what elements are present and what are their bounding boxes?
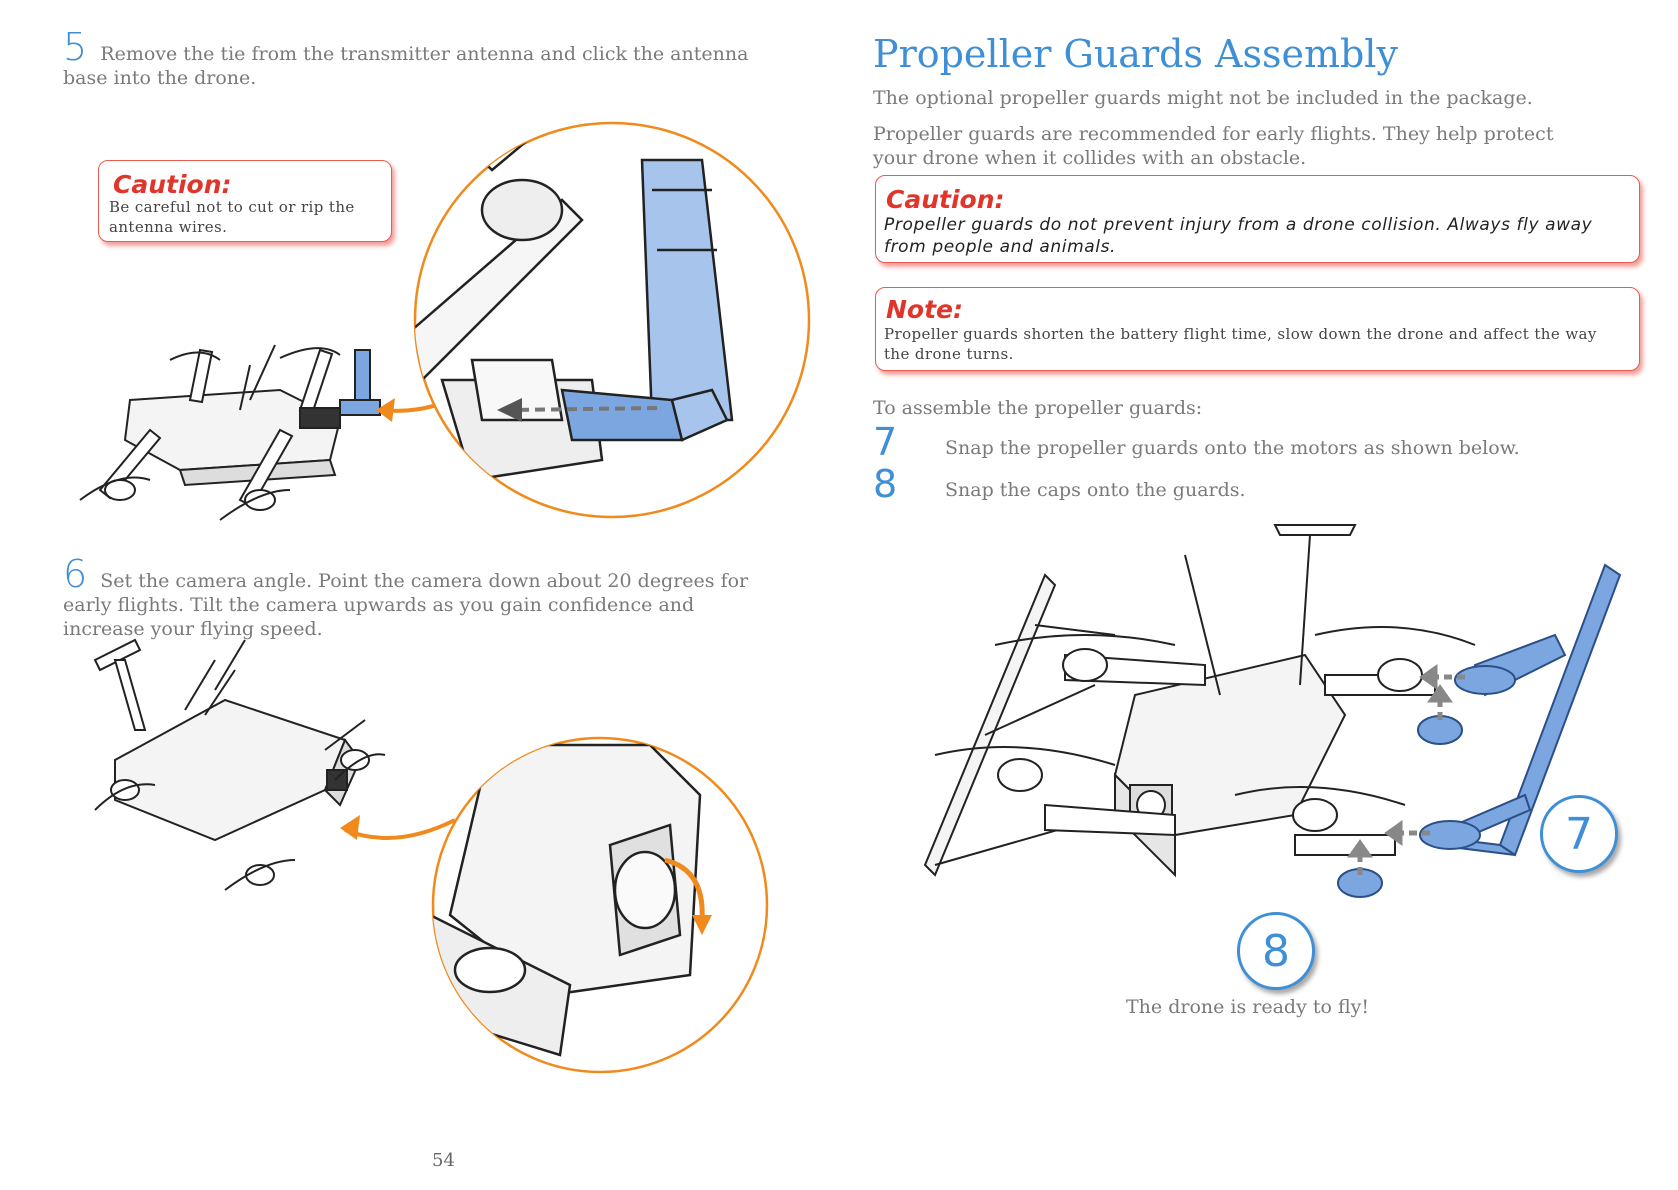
- step-6: 6 Set the camera angle. Point the camera…: [63, 555, 763, 641]
- step-8-badge: 8: [1237, 912, 1315, 990]
- drone-camera-illustration: [93, 638, 456, 891]
- intro-optional: The optional propeller guards might not …: [873, 87, 1533, 109]
- caution-box-guards: Caution: Propeller guards do not prevent…: [875, 175, 1640, 263]
- caution-box-antenna: Caution: Be careful not to cut or rip th…: [98, 160, 392, 242]
- caution-title: Caution:: [886, 185, 1005, 214]
- step-6-number: 6: [63, 552, 88, 596]
- page-title: Propeller Guards Assembly: [873, 32, 1398, 76]
- step-5: 5 Remove the tie from the transmitter an…: [63, 28, 763, 90]
- antenna-zoom-circle: [413, 121, 811, 519]
- caution-title: Caution:: [113, 170, 232, 199]
- step-8-number: 8: [873, 462, 898, 506]
- drone-guards-illustration: [923, 524, 1622, 898]
- note-text: Propeller guards shorten the battery fli…: [884, 325, 1597, 363]
- caution-text: Be careful not to cut or rip the antenna…: [109, 198, 355, 236]
- step-8-text: Snap the caps onto the guards.: [945, 479, 1246, 501]
- camera-zoom-circle: [431, 736, 769, 1074]
- step-5-number: 5: [63, 25, 88, 69]
- assemble-intro: To assemble the propeller guards:: [873, 397, 1203, 419]
- step-7-text: Snap the propeller guards onto the motor…: [945, 437, 1520, 459]
- note-box: Note: Propeller guards shorten the batte…: [875, 287, 1640, 371]
- step-7-badge: 7: [1540, 795, 1618, 873]
- intro-recommended: Propeller guards are recommended for ear…: [873, 123, 1554, 169]
- step-7-number: 7: [873, 420, 898, 464]
- step-7: 7 Snap the propeller guards onto the mot…: [873, 422, 1593, 464]
- caution-text: Propeller guards do not prevent injury f…: [884, 215, 1593, 257]
- step-5-text: Remove the tie from the transmitter ante…: [63, 43, 749, 89]
- note-title: Note:: [886, 295, 964, 324]
- drone-antenna-illustration: [79, 344, 472, 521]
- step-6-text: Set the camera angle. Point the camera d…: [63, 570, 749, 640]
- page-number: 54: [432, 1150, 455, 1171]
- ready-text: The drone is ready to fly!: [1126, 996, 1370, 1018]
- step-8: 8 Snap the caps onto the guards.: [873, 464, 1593, 506]
